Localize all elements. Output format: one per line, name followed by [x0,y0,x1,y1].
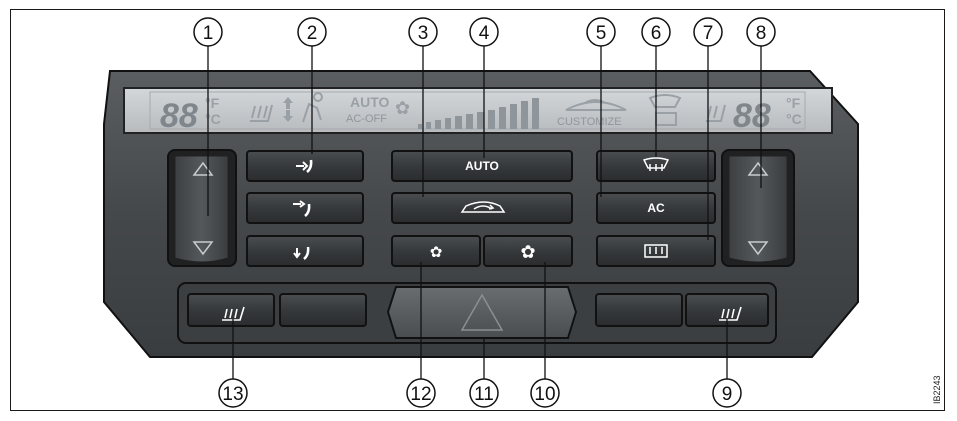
right-unit-f: °F [786,95,801,111]
airflow-face-feet-button[interactable] [246,192,364,224]
fan-speed-bars-icon [418,98,539,129]
recirculation-car-icon [460,201,506,213]
display-arrows-icon [283,97,293,122]
svg-text:12: 12 [410,384,431,405]
rear-defrost-icon [644,244,668,258]
callout-1: 1 [193,17,223,47]
svg-text:6: 6 [651,23,662,44]
svg-text:9: 9 [722,384,733,405]
callout-2: 2 [297,17,327,47]
airflow-face-button[interactable] [246,150,364,182]
svg-text:7: 7 [703,23,714,44]
airflow-feet-button[interactable] [246,235,364,267]
svg-text:13: 13 [222,384,243,405]
seat-heater-icon [222,306,245,321]
rear-defrost-button[interactable] [596,235,716,267]
left-temp-rocker[interactable] [167,149,237,267]
callout-10: 10 [530,378,560,408]
callout-leader-lines [207,46,762,379]
display-auto-text: AUTO [350,94,390,110]
right-unit-c: °C [786,111,802,127]
display-ac-off-text: AC-OFF [346,113,387,125]
svg-text:2: 2 [307,23,318,44]
left-unit-c: °C [205,111,221,127]
auto-button[interactable]: AUTO [391,150,573,182]
triangle-down-icon [747,241,769,256]
display-seat-person-icon [302,92,323,123]
hazard-warning-icon [460,293,504,331]
right-temp-readout: 88 [733,97,771,135]
display-customize-text: CUSTOMIZE [557,116,622,128]
airflow-face-feet-icon [293,200,306,208]
callout-5: 5 [586,17,616,47]
left-blank-button[interactable] [279,293,367,327]
svg-text:8: 8 [756,23,767,44]
front-defrost-icon [642,157,670,171]
display-recirculation-icon [565,99,627,111]
callout-13: 13 [218,378,248,408]
fan-increase-button[interactable]: ✿ [483,235,573,267]
triangle-up-icon [747,161,769,176]
ac-button-label: AC [647,201,665,215]
svg-text:10: 10 [534,384,555,405]
callout-12: 12 [406,378,436,408]
left-seat-heat-button[interactable] [187,293,275,327]
callout-7: 7 [693,17,723,47]
left-unit-f: °F [205,95,220,111]
callout-11: 11 [469,378,499,408]
auto-button-label: AUTO [465,159,499,173]
svg-text:11: 11 [474,384,494,405]
fan-high-icon: ✿ [520,242,535,263]
recirculation-button[interactable] [391,192,573,224]
callout-8: 8 [746,17,776,47]
airflow-face-icon [296,161,309,171]
svg-text:3: 3 [418,23,429,44]
svg-text:1: 1 [203,23,214,44]
fan-decrease-button[interactable]: ✿ [391,235,481,267]
callout-9: 9 [712,378,742,408]
callout-3: 3 [408,17,438,47]
hazard-button[interactable] [386,286,578,339]
seat-heater-icon [719,306,742,321]
fan-low-icon: ✿ [430,243,443,261]
right-blank-button[interactable] [595,293,683,327]
airflow-feet-icon [293,248,301,259]
display-seat-heat-left-icon [250,104,273,122]
figure-code: IB2243 [932,375,942,404]
svg-text:5: 5 [596,23,607,44]
callout-4: 4 [469,17,499,47]
display-fan-icon: ✿ [395,98,410,118]
ac-button[interactable]: AC [596,192,716,224]
display-front-defrost-icon [648,94,682,108]
callout-6: 6 [641,17,671,47]
right-temp-rocker[interactable] [721,149,795,267]
left-temp-readout: 88 [160,97,198,135]
triangle-down-icon [192,241,214,256]
svg-text:4: 4 [479,23,490,44]
